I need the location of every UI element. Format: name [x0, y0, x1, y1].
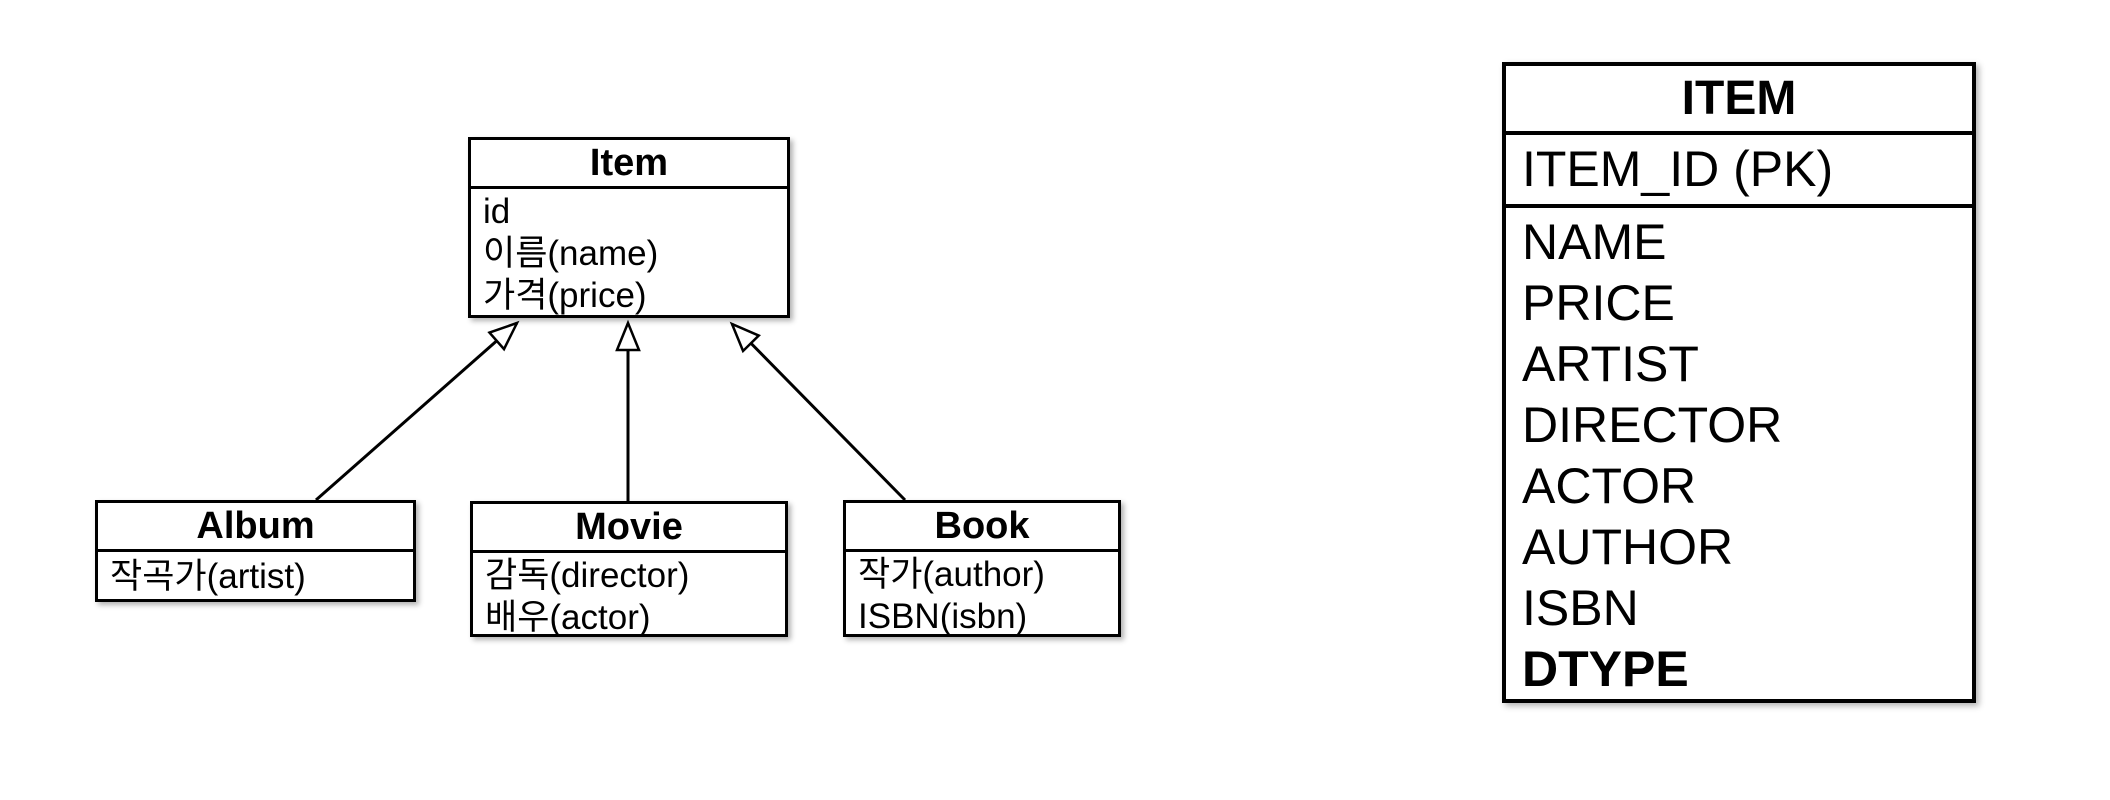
erd-table-title: ITEM: [1506, 66, 1972, 135]
uml-class-movie-fields: 감독(director) 배우(actor): [473, 553, 785, 639]
inheritance-arrow-album-item: [315, 320, 520, 502]
uml-class-book: Book 작가(author) ISBN(isbn): [843, 500, 1121, 637]
erd-table-item: ITEM ITEM_ID (PK) NAME PRICE ARTIST DIRE…: [1502, 62, 1976, 703]
uml-field-author: 작가(author): [858, 555, 1045, 594]
uml-field-id: id: [483, 192, 511, 231]
erd-column-price: PRICE: [1522, 275, 1675, 331]
uml-class-book-title: Book: [846, 503, 1118, 552]
inheritance-arrow-book-item: [729, 321, 907, 502]
erd-column-artist: ARTIST: [1522, 336, 1699, 392]
uml-field-artist: 작곡가(artist): [110, 557, 306, 596]
erd-column-director: DIRECTOR: [1522, 397, 1783, 453]
uml-class-album-title: Album: [98, 503, 413, 552]
uml-field-name: 이름(name): [483, 234, 659, 273]
erd-columns: NAME PRICE ARTIST DIRECTOR ACTOR AUTHOR …: [1506, 208, 1972, 700]
uml-field-isbn: ISBN(isbn): [858, 597, 1028, 636]
uml-class-movie-title: Movie: [473, 504, 785, 553]
erd-column-dtype: DTYPE: [1522, 641, 1689, 697]
uml-class-movie: Movie 감독(director) 배우(actor): [470, 501, 788, 637]
uml-field-price: 가격(price): [483, 276, 647, 315]
uml-class-book-fields: 작가(author) ISBN(isbn): [846, 552, 1118, 638]
erd-column-name: NAME: [1522, 214, 1667, 270]
uml-class-album: Album 작곡가(artist): [95, 500, 416, 602]
uml-class-item: Item id 이름(name) 가격(price): [468, 137, 790, 318]
uml-field-actor: 배우(actor): [485, 598, 651, 637]
erd-primary-key-row: ITEM_ID (PK): [1506, 135, 1972, 208]
uml-field-director: 감독(director): [485, 556, 690, 595]
erd-column-author: AUTHOR: [1522, 519, 1734, 575]
erd-column-isbn: ISBN: [1522, 580, 1639, 636]
uml-class-item-title: Item: [471, 140, 787, 189]
uml-class-item-fields: id 이름(name) 가격(price): [471, 189, 787, 317]
erd-column-actor: ACTOR: [1522, 458, 1697, 514]
uml-class-album-fields: 작곡가(artist): [98, 552, 413, 600]
